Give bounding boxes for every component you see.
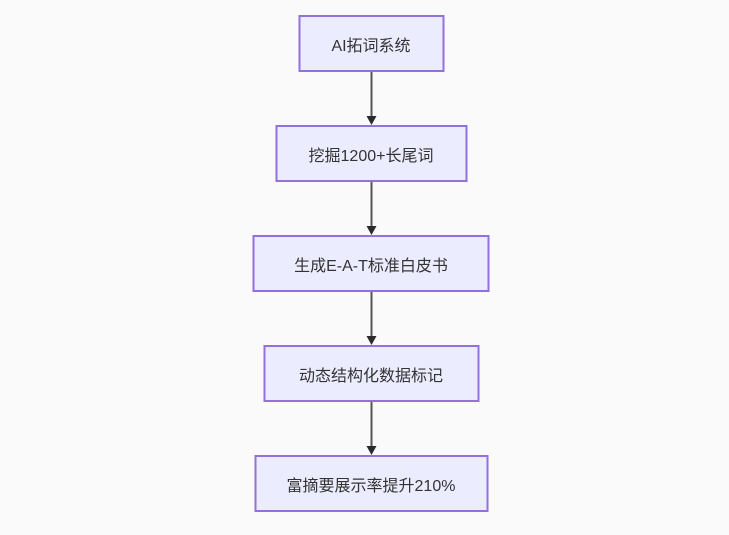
arrow-shaft [370,182,372,226]
flow-node-label: AI拓词系统 [331,37,411,55]
flow-arrow-connector [366,182,376,235]
flow-node-label: 挖掘1200+长尾词 [308,147,434,165]
arrow-shaft [370,72,372,116]
arrowhead-down-icon [366,446,376,455]
arrowhead-down-icon [366,336,376,345]
flowchart-column: AI拓词系统 挖掘1200+长尾词 生成E-A-T标准白皮书 动态结构化数据标记 [252,15,490,512]
arrow-shaft [370,402,372,446]
flow-node-structured-data-markup: 动态结构化数据标记 [263,345,479,402]
arrowhead-down-icon [366,226,376,235]
flow-node-label: 生成E-A-T标准白皮书 [294,257,448,275]
flow-node-rich-snippet-rate: 富摘要展示率提升210% [254,455,488,512]
flow-node-longtail-keywords: 挖掘1200+长尾词 [275,125,467,182]
flow-node-label: 动态结构化数据标记 [298,367,443,385]
flow-node-label: 富摘要展示率提升210% [286,477,456,495]
flow-arrow-connector [366,72,376,125]
arrow-shaft [370,292,372,336]
flow-node-eat-whitepaper: 生成E-A-T标准白皮书 [252,235,490,292]
flow-arrow-connector [366,402,376,455]
flow-node-ai-keyword-system: AI拓词系统 [298,15,444,72]
flow-arrow-connector [366,292,376,345]
arrowhead-down-icon [366,116,376,125]
